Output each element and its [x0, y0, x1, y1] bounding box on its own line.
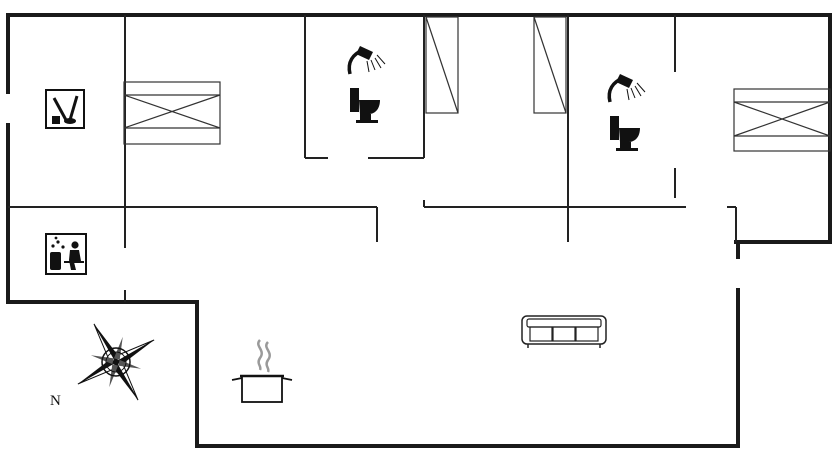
- exterior-walls: [6, 13, 832, 448]
- shower-icon: [347, 46, 386, 75]
- compass-north-label: N: [50, 393, 61, 409]
- sauna-icon: [45, 233, 87, 275]
- closet-2: [533, 16, 567, 114]
- interior-walls: [8, 15, 737, 302]
- bed-icon: [733, 88, 831, 152]
- closet-1: [425, 16, 459, 114]
- toilet-icon: [350, 88, 380, 123]
- bed-icon: [123, 81, 221, 145]
- cooking-pot-icon: [231, 339, 293, 403]
- toilet-icon: [610, 116, 640, 151]
- utility-icon: [45, 89, 85, 129]
- sofa-icon: [521, 315, 607, 348]
- shower-icon: [607, 74, 646, 103]
- compass-rose-icon: [77, 323, 155, 401]
